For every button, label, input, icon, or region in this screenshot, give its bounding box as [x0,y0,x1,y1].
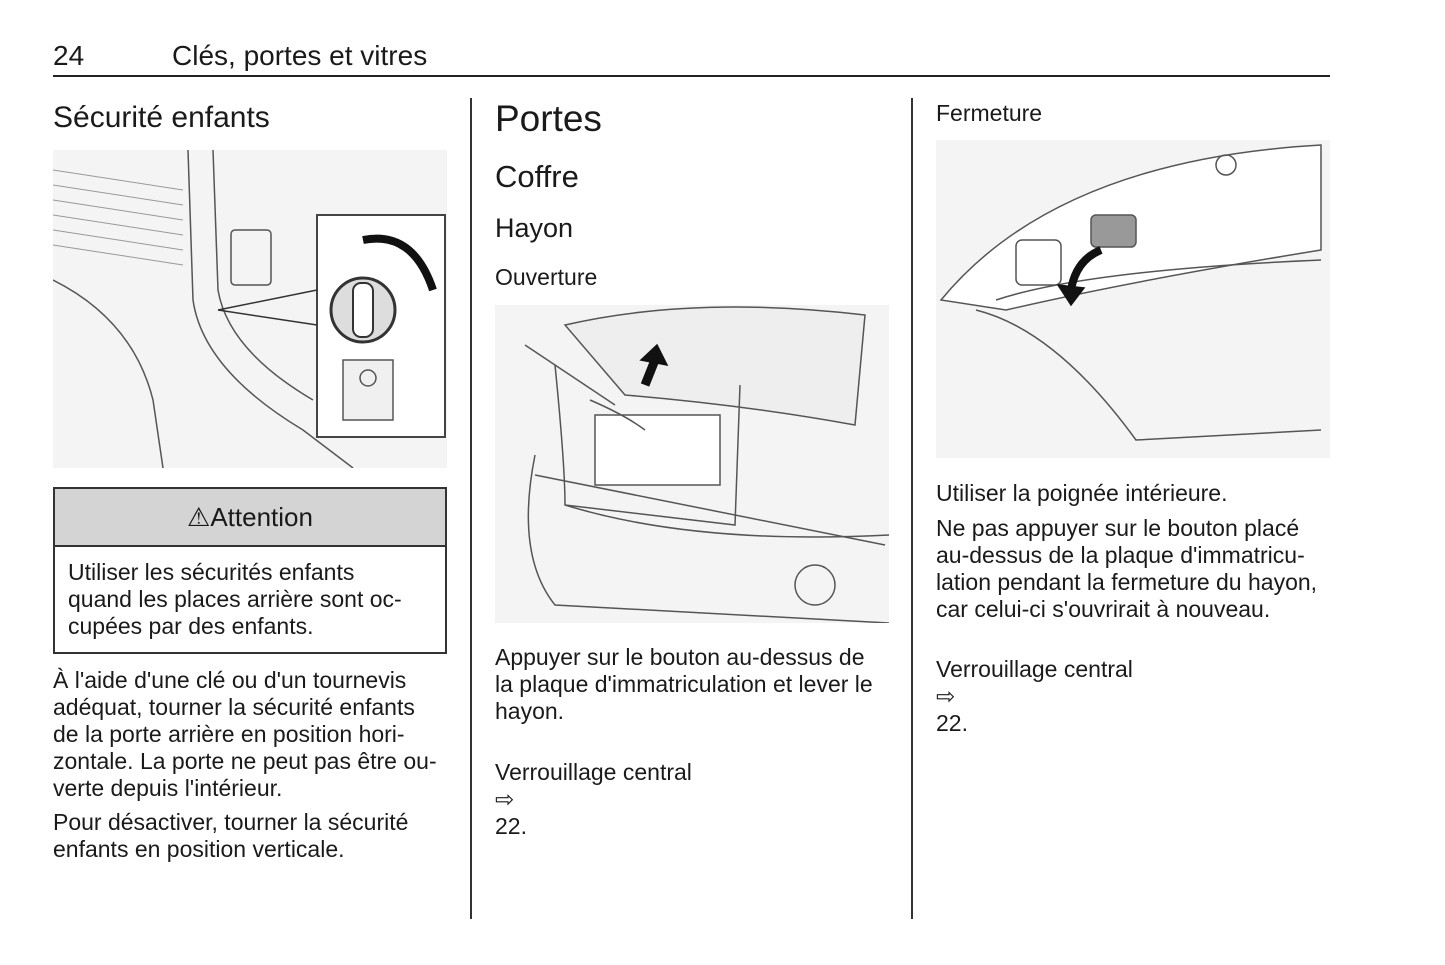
warning-box: ⚠Attention Utiliser les sécurités enfant… [53,487,447,654]
page-number: 24 [53,40,85,71]
paragraph: Pour désactiver, tourner la sécurité enf… [53,809,409,862]
reference-arrow-icon: ⇨ [495,786,515,812]
paragraph: À l'aide d'une clé ou d'un tournevis adé… [53,667,437,801]
column-divider [911,98,913,919]
heading-opening: Ouverture [495,264,598,290]
cross-reference[interactable]: Verrouillage central ⇨ 22. [495,732,895,840]
reference-page: 22. [495,813,527,839]
paragraph: Ne pas appuyer sur le bouton placé au-de… [936,515,1318,622]
child-lock-illustration [53,150,447,468]
reference-text: Verrouillage central [936,656,1133,682]
heading-doors: Portes [495,98,602,139]
heading-tailgate: Hayon [495,213,574,243]
tailgate-closing-illustration [936,140,1330,458]
reference-page: 22. [936,710,968,736]
warning-title: Attention [210,501,313,532]
heading-trunk: Coffre [495,159,579,194]
header-rule [53,75,1330,77]
section-heading-child-lock: Sécurité enfants [53,101,270,134]
heading-closing: Fermeture [936,100,1043,126]
column-divider [470,98,472,919]
warning-triangle-icon: ⚠ [187,501,211,532]
reference-arrow-icon: ⇨ [936,683,956,709]
chapter-title: Clés, portes et vitres [172,40,428,71]
paragraph: Appuyer sur le bouton au-dessus de la pl… [495,644,873,724]
tailgate-opening-illustration [495,305,889,623]
cross-reference[interactable]: Verrouillage central ⇨ 22. [936,629,1336,737]
paragraph: Utiliser la poignée intérieure. [936,480,1228,506]
reference-text: Verrouillage central [495,759,692,785]
warning-header: ⚠Attention [55,489,445,547]
warning-text: Utiliser les sécurités enfants quand les… [68,559,402,639]
